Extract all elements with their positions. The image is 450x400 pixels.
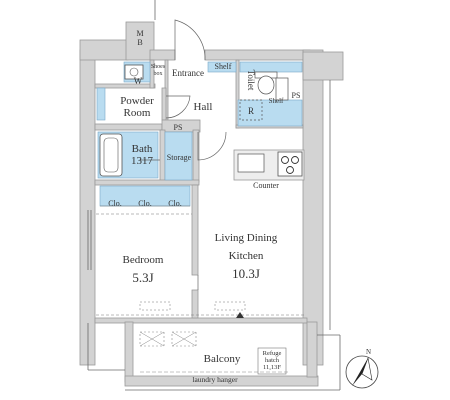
wet-areas bbox=[96, 61, 303, 207]
toilet-floor bbox=[237, 99, 303, 127]
counter-label: Counter bbox=[253, 181, 279, 190]
shelf-area bbox=[207, 61, 237, 73]
entry-marker-icon bbox=[236, 312, 244, 318]
bedroom-size: 5.3J bbox=[132, 270, 153, 285]
mb-shaft bbox=[125, 21, 155, 61]
door-swing-icon bbox=[140, 19, 227, 290]
entrance-label: Entrance bbox=[172, 68, 204, 78]
ldk-size: 10.3J bbox=[232, 266, 260, 281]
ldk-name-2: Kitchen bbox=[229, 250, 264, 262]
toilet-icon bbox=[254, 71, 278, 95]
closet-label-2: Clo. bbox=[138, 199, 152, 208]
balcony-label: Balcony bbox=[204, 353, 241, 365]
shelf-top-label: Shelf bbox=[215, 62, 232, 71]
washbasin-icon bbox=[124, 64, 144, 80]
closet-label-3: Clo. bbox=[168, 199, 182, 208]
fixtures bbox=[96, 64, 306, 375]
hall-label: Hall bbox=[194, 101, 213, 113]
toilet-label: Toilet bbox=[246, 70, 256, 91]
w-label: W bbox=[134, 76, 143, 86]
ps-center-label: PS bbox=[174, 123, 183, 132]
ldk-name-1: Living Dining bbox=[215, 232, 278, 244]
north-arrow-icon: N bbox=[345, 348, 379, 389]
bathtub-icon bbox=[99, 133, 123, 177]
bedroom-name: Bedroom bbox=[123, 254, 164, 266]
laundry-hanger-label: laundry hanger bbox=[192, 375, 238, 384]
closet-label-1: Clo. bbox=[108, 199, 122, 208]
powder-room-floor bbox=[96, 87, 106, 121]
stove-icon bbox=[277, 151, 303, 177]
r-label: R bbox=[248, 106, 254, 116]
storage-label: Storage bbox=[167, 153, 192, 162]
ps-right-label: PS bbox=[292, 91, 301, 100]
shelf-right-label: Shelf bbox=[269, 97, 284, 105]
storage-floor bbox=[164, 131, 193, 181]
svg-text:N: N bbox=[366, 348, 371, 356]
